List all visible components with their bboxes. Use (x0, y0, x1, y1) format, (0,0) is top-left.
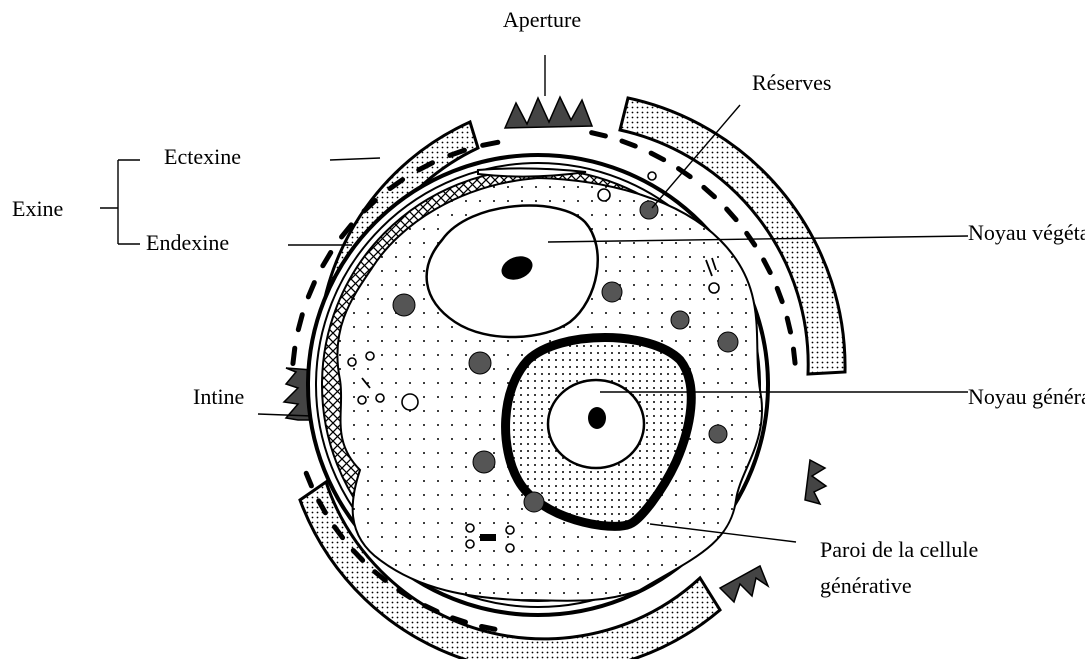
label-endexine: Endexine (146, 230, 229, 255)
ectexine-dash (592, 133, 606, 136)
ectexine-dash (293, 348, 295, 363)
ectexine-dash (323, 252, 331, 265)
ectexine-dash (787, 318, 790, 332)
ectexine-dash (777, 288, 782, 301)
ectexine-dash (483, 142, 498, 145)
label-paroi-line2: générative (820, 573, 912, 598)
ectexine-dash (306, 473, 311, 486)
label-aperture: Aperture (503, 7, 581, 32)
ectexine-dash (308, 283, 314, 297)
ectexine-dash (793, 349, 795, 363)
label-reserves: Réserves (752, 70, 831, 95)
generative-nucleolus (588, 407, 606, 429)
ectexine-dash (764, 260, 771, 273)
label-paroi-line1: Paroi de la cellule (820, 537, 978, 562)
label-intine: Intine (193, 384, 244, 409)
ectexine-dash (704, 187, 715, 196)
ectexine-dash (727, 209, 736, 220)
label-noyau-generatif: Noyau génératif (968, 384, 1085, 409)
label-noyau-vegetatif: Noyau végétatif (968, 220, 1085, 245)
ectexine-dash (298, 315, 302, 330)
ectexine-dash (622, 141, 635, 146)
ectexine-dash (651, 153, 664, 160)
label-ectexine: Ectexine (164, 144, 241, 169)
ectexine-dash (482, 626, 495, 629)
label-exine: Exine (12, 196, 63, 221)
